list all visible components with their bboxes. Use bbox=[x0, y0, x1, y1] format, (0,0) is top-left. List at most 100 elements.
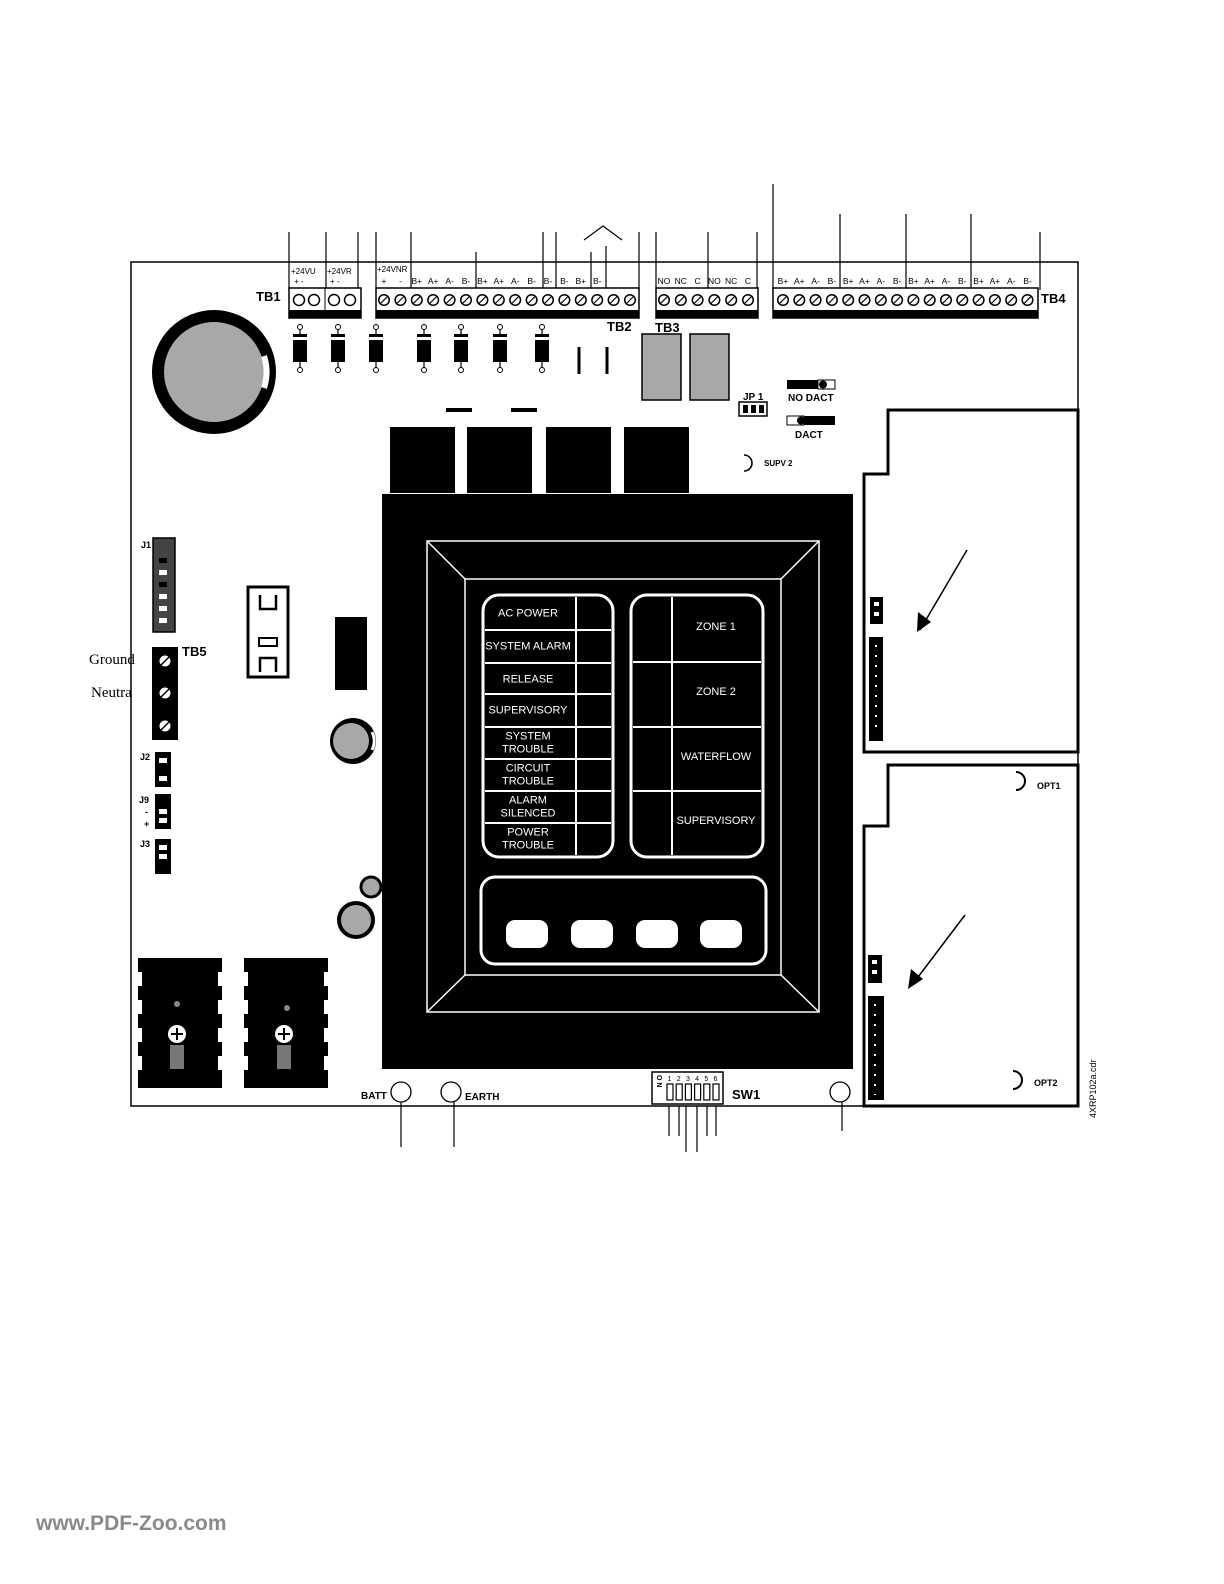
tb4-pin-label: A+ bbox=[990, 276, 1001, 286]
tb2-label: TB2 bbox=[607, 319, 632, 334]
j1-label: J1 bbox=[141, 540, 151, 550]
tb4-pin-label: B- bbox=[828, 276, 837, 286]
tb4-pin-label: B+ bbox=[778, 276, 789, 286]
status-led-label: POWER bbox=[507, 827, 549, 839]
tb4-pin-label: B- bbox=[1023, 276, 1032, 286]
diode-band bbox=[369, 337, 383, 340]
diode-lead-end bbox=[335, 367, 341, 373]
sw1-position-label: 4 bbox=[695, 1076, 699, 1083]
zone-led-label: ZONE 1 bbox=[696, 621, 736, 633]
jp1-label: JP 1 bbox=[743, 392, 764, 403]
jumper-no-dact-diagram bbox=[787, 379, 836, 390]
sw1-lever[interactable] bbox=[693, 1083, 702, 1101]
status-led-label: SILENCED bbox=[500, 808, 555, 820]
panel-button-2[interactable] bbox=[571, 920, 613, 948]
sw1-lever[interactable] bbox=[666, 1083, 674, 1101]
tb2-pin-label: + bbox=[382, 276, 387, 286]
jumper-jp1[interactable] bbox=[738, 401, 768, 417]
tb3-label: TB3 bbox=[655, 320, 680, 335]
diode-lead-end bbox=[458, 367, 464, 373]
tb2-screw-slot bbox=[511, 296, 520, 304]
diode-band bbox=[331, 337, 345, 340]
status-led-label: TROUBLE bbox=[502, 840, 554, 852]
transformer-module bbox=[246, 585, 290, 679]
tb5-label: TB5 bbox=[182, 644, 207, 659]
panel-button-4[interactable] bbox=[700, 920, 742, 948]
status-led-label: SYSTEM bbox=[505, 731, 550, 743]
tb2-screw-slot bbox=[527, 296, 536, 304]
j9-label: J9 bbox=[139, 795, 149, 805]
tb4-screw-slot bbox=[860, 296, 869, 304]
tb4-screw-slot bbox=[974, 296, 983, 304]
sw1-position-label: 3 bbox=[686, 1076, 690, 1083]
diode-body bbox=[293, 334, 307, 362]
component-bar-2 bbox=[511, 408, 537, 412]
diode-band bbox=[493, 337, 507, 340]
connector-j2[interactable] bbox=[155, 752, 171, 787]
tb4-screw-slot bbox=[942, 296, 950, 304]
terminal-block-tb4[interactable] bbox=[772, 287, 1039, 319]
tb2-screw-slot bbox=[494, 296, 503, 304]
power-component-block bbox=[335, 617, 367, 690]
tb4-pin-label: A+ bbox=[924, 276, 935, 286]
j9-plus-label: + bbox=[144, 819, 149, 829]
panel-button-3[interactable] bbox=[636, 920, 678, 948]
tb2-screw-slot bbox=[462, 296, 470, 304]
connector-j3[interactable] bbox=[155, 839, 171, 874]
sw1-position-label: 6 bbox=[714, 1076, 718, 1083]
sw1-lever[interactable] bbox=[675, 1083, 683, 1101]
sw1-lever[interactable] bbox=[703, 1083, 711, 1101]
tb4-label: TB4 bbox=[1041, 291, 1066, 306]
panel-button-1[interactable] bbox=[506, 920, 548, 948]
dact-label: DACT bbox=[795, 430, 823, 441]
tb3-pin-label: NO bbox=[658, 276, 671, 286]
capacitor-medium bbox=[330, 718, 376, 764]
status-led-label: SUPERVISORY bbox=[488, 705, 568, 717]
terminal-block-tb2[interactable] bbox=[375, 287, 640, 319]
terminal-block-tb5[interactable] bbox=[152, 647, 178, 740]
tb4-pin-label: A- bbox=[877, 276, 886, 286]
terminal-block-tb3[interactable] bbox=[655, 287, 759, 319]
heatsink-block-2 bbox=[467, 427, 532, 493]
diode-band bbox=[293, 337, 307, 340]
tb4-screw-slot bbox=[958, 296, 967, 304]
status-led-label: RELEASE bbox=[503, 674, 554, 686]
jumper-dact-diagram bbox=[786, 415, 835, 426]
diode-lead-end bbox=[373, 367, 379, 373]
diode-lead-end bbox=[373, 324, 379, 330]
tb4-screw-slot bbox=[990, 296, 999, 304]
connector-j1[interactable] bbox=[152, 537, 176, 633]
j2-label: J2 bbox=[140, 752, 150, 762]
tb2-screw-slot bbox=[380, 296, 388, 304]
tb4-screw-slot bbox=[811, 296, 820, 304]
diode-body bbox=[417, 334, 431, 362]
tb4-screw-slot bbox=[925, 296, 934, 304]
tb1-group-1-pins: + - bbox=[294, 277, 304, 286]
tb4-screw-slot bbox=[827, 296, 836, 304]
tb4-pin-label: B- bbox=[893, 276, 902, 286]
sw1-on-label: O N bbox=[655, 1075, 662, 1087]
diode-lead-end bbox=[539, 367, 545, 373]
connector-j9[interactable] bbox=[155, 794, 171, 829]
j9-minus-label: - bbox=[145, 807, 148, 817]
diode-lead-end bbox=[458, 324, 464, 330]
tb4-pin-label: B+ bbox=[843, 276, 854, 286]
terminal-block-tb1 bbox=[288, 287, 362, 319]
sw1-lever[interactable] bbox=[684, 1083, 693, 1101]
tb2-pin-label: A- bbox=[445, 276, 454, 286]
battery-connector-right bbox=[244, 958, 328, 1088]
tb4-screw-slot bbox=[1023, 296, 1032, 304]
small-capacitor bbox=[359, 875, 383, 899]
batt-label: BATT bbox=[361, 1091, 387, 1102]
tb4-screw-slot bbox=[1007, 296, 1016, 304]
tb2-pin-label: B+ bbox=[477, 276, 488, 286]
supv2-label: SUPV 2 bbox=[764, 459, 793, 468]
tb3-pin-label: C bbox=[695, 276, 701, 286]
tb2-pin-label: B- bbox=[593, 276, 602, 286]
tb2-group-name: +24VNR bbox=[377, 265, 408, 274]
sw1-lever[interactable] bbox=[712, 1083, 720, 1101]
tb2-screw-slot bbox=[445, 296, 454, 304]
